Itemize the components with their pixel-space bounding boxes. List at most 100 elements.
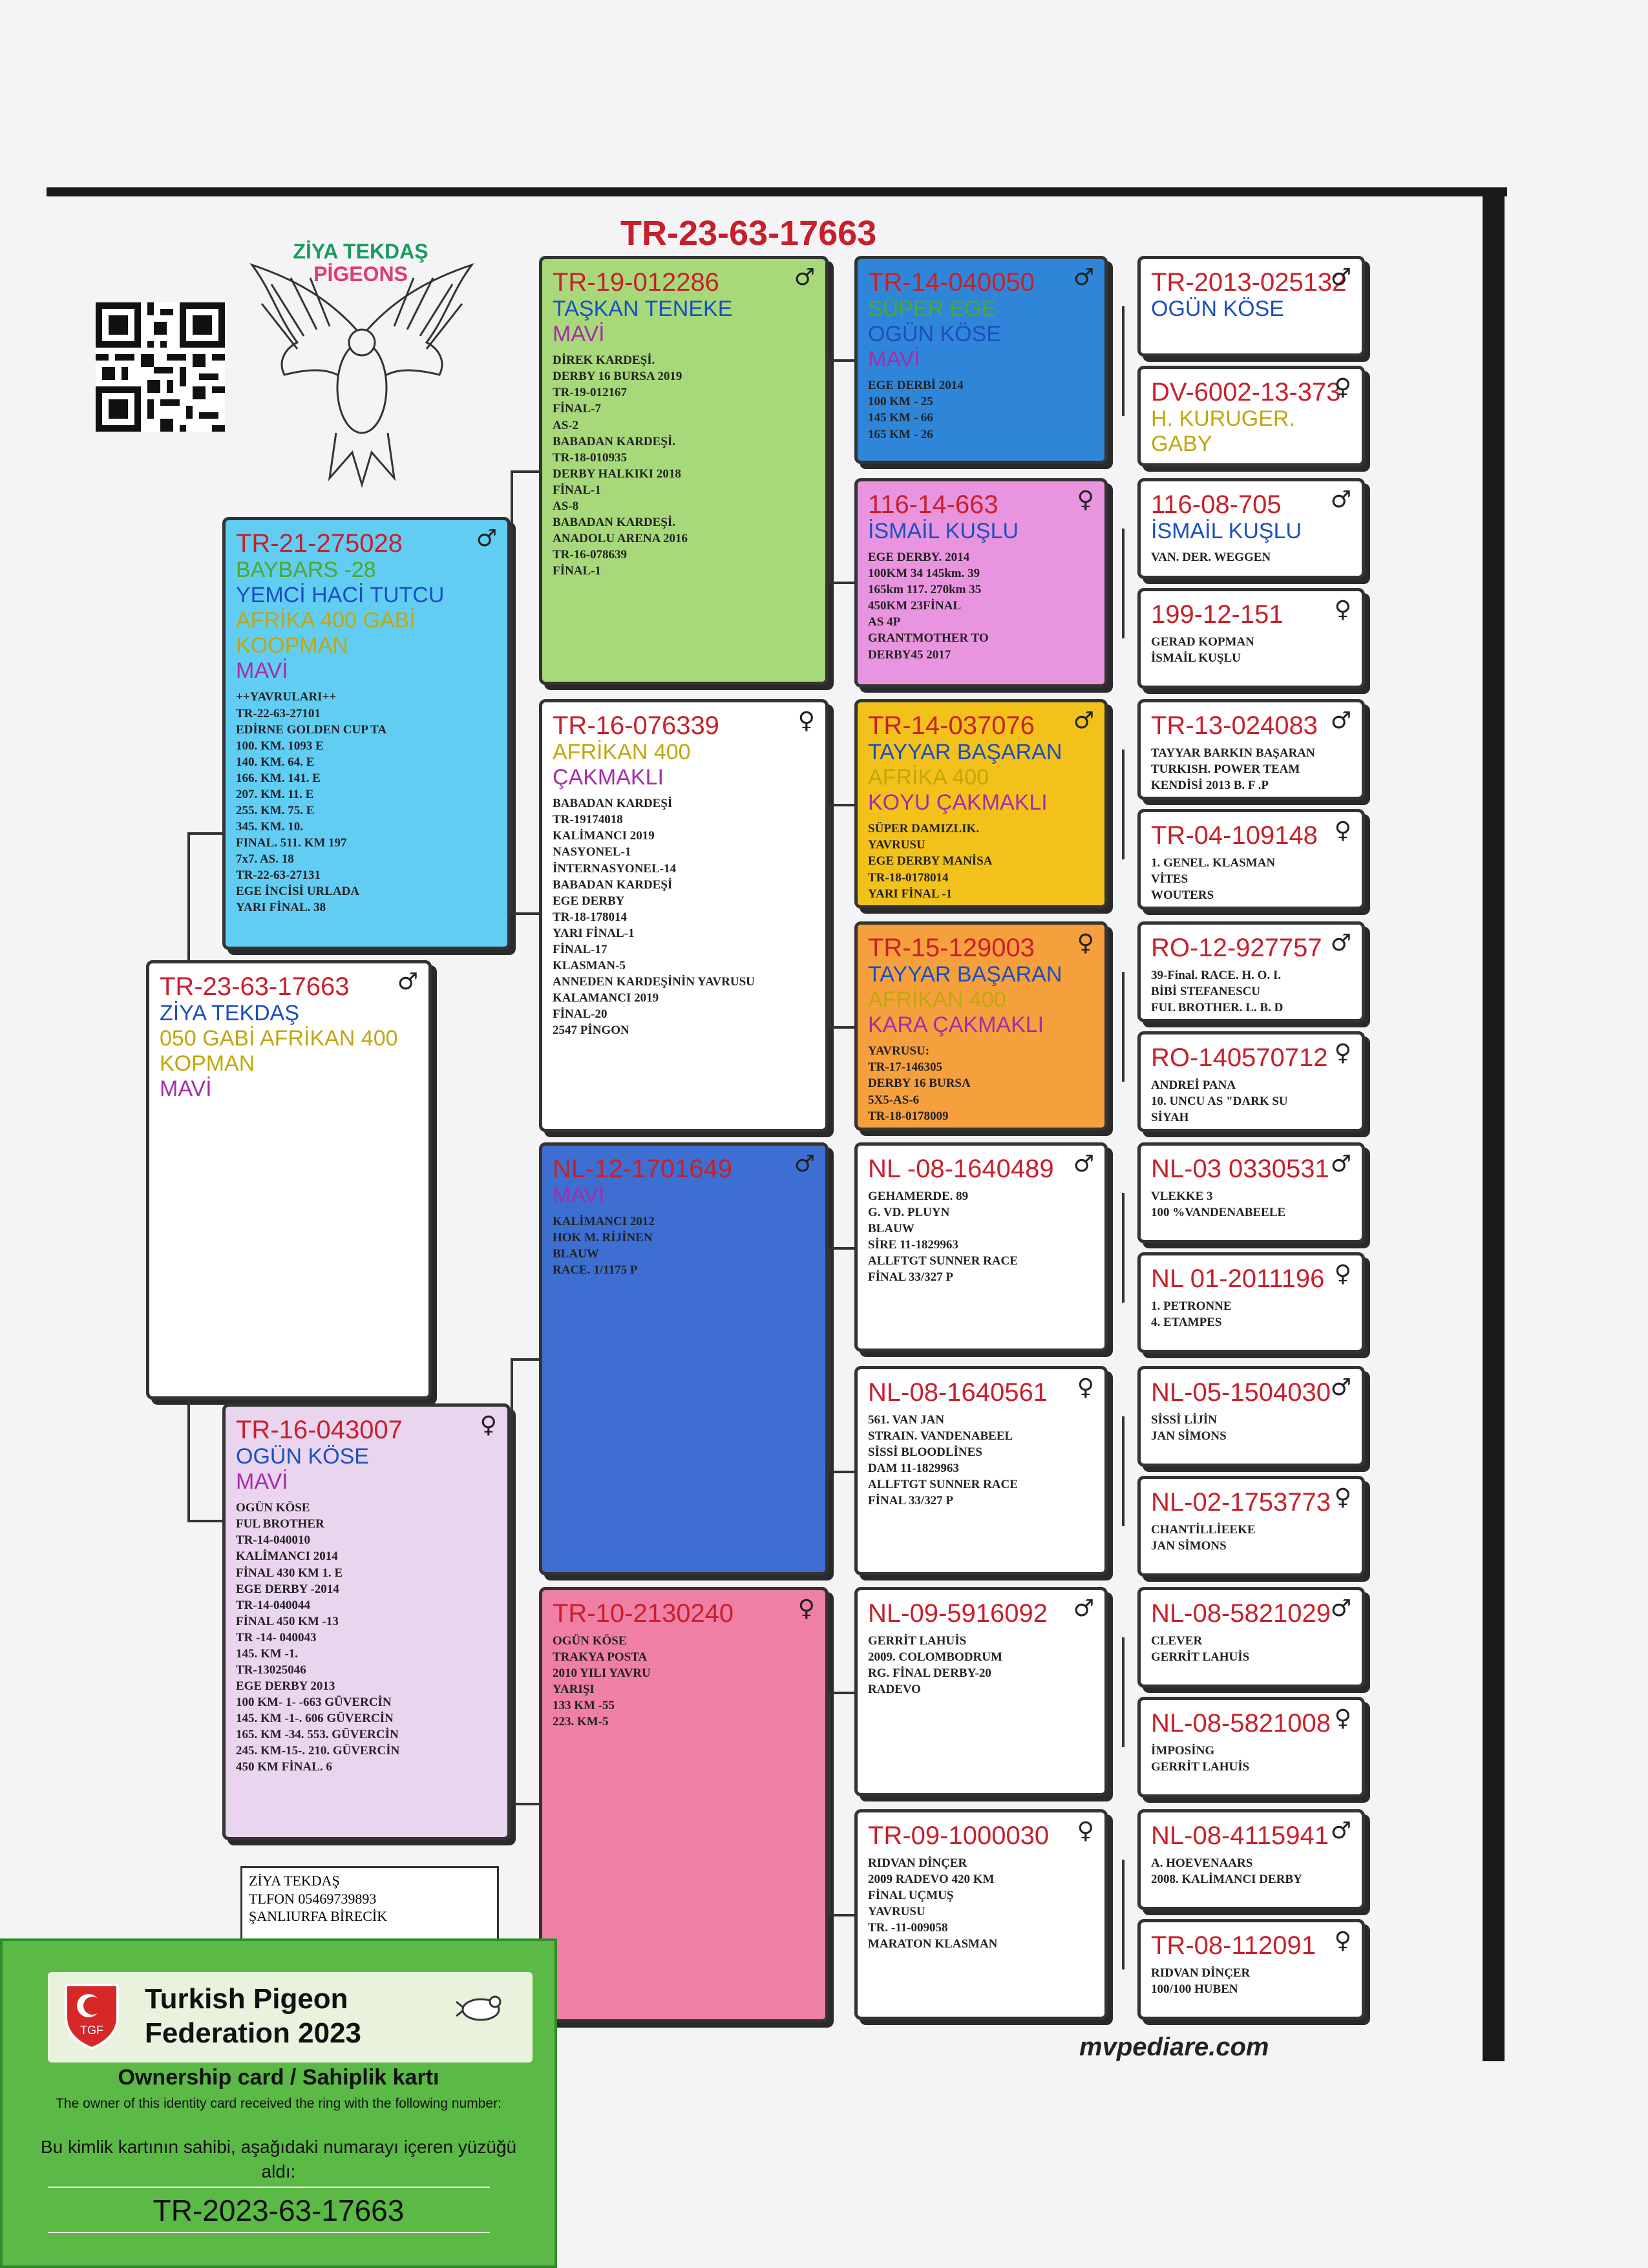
ring-number: 116-14-663 <box>868 490 998 519</box>
male-icon: ♂ <box>794 1151 815 1177</box>
pigeon-card-p21[interactable]: ♀ TR-04-109148 1. GENEL. KLASMAN VİTES W… <box>1137 809 1365 910</box>
ring-number: NL-05-1504030 <box>1151 1378 1331 1407</box>
connector-line <box>829 1247 854 1250</box>
pigeon-name: OGÜN KÖSE <box>868 322 1001 347</box>
pigeon-details: EGE DERBİ 2014 100 KM - 25 145 KM - 66 1… <box>868 379 964 441</box>
pigeon-card-p20[interactable]: ♂ TR-13-024083 TAYYAR BARKIN BAŞARAN TUR… <box>1137 699 1365 800</box>
pigeon-color: MAVİ <box>553 1183 605 1208</box>
pigeon-details: SÜPER DAMIZLIK. YAVRUSU EGE DERBY MANİSA… <box>868 822 993 901</box>
ring-number: NL-02-1753773 <box>1151 1488 1331 1517</box>
pigeon-card-p16[interactable]: ♂ TR-2013-025132 OGÜN KÖSE <box>1137 256 1365 357</box>
connector-line <box>187 1400 190 1522</box>
pigeon-card-p14[interactable]: ♂ NL-09-5916092 GERRİT LAHUİS 2009. COLO… <box>854 1587 1108 1796</box>
male-icon: ♂ <box>397 969 418 995</box>
ring-number: NL -08-1640489 <box>868 1155 1054 1183</box>
pigeon-card-p30[interactable]: ♂ NL-08-4115941 A. HOEVENAARS 2008. KALİ… <box>1137 1809 1365 1910</box>
pigeon-card-p1[interactable]: ♂ TR-23-63-17663 ZİYA TEKDAŞ 050 GABİ AF… <box>146 960 432 1400</box>
brand-name: ZİYA TEKDAŞ <box>293 240 428 263</box>
eagle-logo-icon <box>233 239 491 498</box>
pigeon-card-p27[interactable]: ♀ NL-02-1753773 CHANTİLLİEEKE JAN SİMONS <box>1137 1476 1365 1577</box>
pigeon-card-p31[interactable]: ♀ TR-08-112091 RIDVAN DİNÇER 100/100 HUB… <box>1137 1919 1365 2020</box>
pigeon-card-p8[interactable]: ♂ TR-14-040050 SÜPER EGE OGÜN KÖSE MAVİ … <box>854 256 1108 464</box>
female-icon: ♀ <box>1077 1374 1094 1401</box>
pigeon-details: ++YAVRULARI++ TR-22-63-27101 EDİRNE GOLD… <box>236 690 387 915</box>
pigeon-card-p11[interactable]: ♀ TR-15-129003 TAYYAR BAŞARAN AFRİKAN 40… <box>854 921 1108 1131</box>
ring-number: NL-03 0330531 <box>1151 1155 1329 1183</box>
pigeon-details: VAN. DER. WEGGEN <box>1151 551 1271 565</box>
connector-line <box>511 470 513 914</box>
connector-line <box>511 1803 539 1805</box>
connector-line <box>829 359 854 362</box>
card-header-panel <box>48 1972 533 2063</box>
pigeon-details: EGE DERBY. 2014 100KM 34 145km. 39 165km… <box>868 551 989 662</box>
male-icon: ♂ <box>1330 264 1351 291</box>
connector-line <box>829 1914 854 1916</box>
ring-number: TR-23-63-17663 <box>160 972 350 1001</box>
pigeon-card-p13[interactable]: ♀ NL-08-1640561 561. VAN JAN STRAIN. VAN… <box>854 1366 1108 1575</box>
ring-number: TR-04-109148 <box>1151 821 1318 850</box>
pigeon-name: YEMCİ HACİ TUTCU <box>236 583 445 608</box>
ring-number: TR-2013-025132 <box>1151 268 1347 297</box>
pigeon-card-p19[interactable]: ♀ 199-12-151 GERAD KOPMAN İSMAİL KUŞLU <box>1137 588 1365 689</box>
pigeon-card-p24[interactable]: ♂ NL-03 0330531 VLEKKE 3 100 %VANDENABEE… <box>1137 1142 1365 1243</box>
male-icon: ♂ <box>1330 1151 1351 1177</box>
pigeon-details: GEHAMERDE. 89 G. VD. PLUYN BLAUW SİRE 11… <box>868 1190 1018 1285</box>
male-icon: ♂ <box>794 264 815 291</box>
pigeon-card-p2[interactable]: ♂ TR-21-275028 BAYBARS -28 YEMCİ HACİ TU… <box>222 517 511 950</box>
ring-number: DV-6002-13-373 <box>1151 378 1341 406</box>
female-icon: ♀ <box>1334 1484 1351 1511</box>
ownership-heading: Ownership card / Sahiplik kartı <box>118 2065 439 2090</box>
ownership-card: TGF Turkish Pigeon Federation 2023 Owner… <box>0 1938 557 2268</box>
pigeon-card-p25[interactable]: ♀ NL 01-2011196 1. PETRONNE 4. ETAMPES <box>1137 1252 1365 1353</box>
pigeon-card-p22[interactable]: ♂ RO-12-927757 39-Final. RACE. H. O. I. … <box>1137 921 1365 1022</box>
pigeon-name: OGÜN KÖSE <box>1151 297 1284 321</box>
pigeon-name: KOYU ÇAKMAKLI <box>868 790 1048 815</box>
pigeon-color: MAVİ <box>553 322 605 347</box>
pigeon-name: BAYBARS -28 <box>236 558 376 582</box>
connector-line <box>511 1358 513 1804</box>
female-icon: ♀ <box>1077 1818 1094 1844</box>
brand-logo-text: ZİYA TEKDAŞ PİGEONS <box>283 240 438 286</box>
pigeon-card-p7[interactable]: ♀ TR-10-2130240 OGÜN KÖSE TRAKYA POSTA 2… <box>539 1587 829 2022</box>
pigeon-card-p15[interactable]: ♀ TR-09-1000030 RIDVAN DİNÇER 2009 RADEV… <box>854 1809 1108 2020</box>
pigeon-card-p29[interactable]: ♀ NL-08-5821008 İMPOSİNG GERRİT LAHUİS <box>1137 1697 1365 1798</box>
qr-code <box>96 302 225 432</box>
pigeon-card-p17[interactable]: ♀ DV-6002-13-373 H. KURUGER. GABY <box>1137 366 1365 467</box>
pigeon-card-p10[interactable]: ♂ TR-14-037076 TAYYAR BAŞARAN AFRİKA 400… <box>854 699 1108 908</box>
pigeon-name: TAYYAR BAŞARAN <box>868 740 1062 764</box>
pigeon-card-p28[interactable]: ♂ NL-08-5821029 CLEVER GERRİT LAHUİS <box>1137 1587 1365 1688</box>
pigeon-card-p6[interactable]: ♂ NL-12-1701649 MAVİ KALİMANCI 2012 HOK … <box>539 1142 829 1575</box>
ring-number: NL-08-5821008 <box>1151 1709 1331 1738</box>
pigeon-name: İSMAİL KUŞLU <box>868 519 1019 543</box>
ring-number: NL-08-4115941 <box>1151 1822 1329 1850</box>
ring-number: TR-16-043007 <box>236 1416 403 1444</box>
pigeon-card-p5[interactable]: ♀ TR-16-076339 AFRİKAN 400 ÇAKMAKLI BABA… <box>539 699 829 1132</box>
connector-line <box>829 804 854 806</box>
pigeon-card-p23[interactable]: ♀ RO-140570712 ANDREİ PANA 10. UNCU AS "… <box>1137 1031 1365 1132</box>
pigeon-card-p12[interactable]: ♂ NL -08-1640489 GEHAMERDE. 89 G. VD. PL… <box>854 1142 1108 1352</box>
pigeon-details: 39-Final. RACE. H. O. I. BİBİ STEFANESCU… <box>1151 969 1284 1015</box>
ring-number: TR-16-076339 <box>553 711 719 740</box>
connector-line <box>829 582 854 584</box>
ring-number: TR-19-012286 <box>553 268 719 297</box>
connector-line <box>187 832 190 960</box>
pigeon-card-p4[interactable]: ♂ TR-19-012286 TAŞKAN TENEKE MAVİ DİREK … <box>539 256 829 685</box>
pigeon-details: SİSSİ LİJİN JAN SİMONS <box>1151 1413 1227 1444</box>
connector-line <box>1122 1860 1125 1969</box>
connector-line <box>1122 1193 1125 1303</box>
pigeon-card-p3[interactable]: ♀ TR-16-043007 OGÜN KÖSE MAVİ OGÜN KÖSE … <box>222 1403 511 1840</box>
pigeon-card-p18[interactable]: ♂ 116-08-705 İSMAİL KUŞLU VAN. DER. WEGG… <box>1137 478 1365 579</box>
federation-logo-icon: TGF <box>59 1979 124 2050</box>
connector-line <box>511 1358 539 1361</box>
connector-line <box>1122 972 1125 1082</box>
connector-line <box>1122 306 1125 416</box>
pigeon-card-p26[interactable]: ♂ NL-05-1504030 SİSSİ LİJİN JAN SİMONS <box>1137 1366 1365 1467</box>
ring-number: NL-09-5916092 <box>868 1599 1048 1628</box>
pigeon-name: AFRİKAN 400 <box>868 987 1006 1013</box>
connector-line <box>511 912 539 915</box>
connector-line <box>187 832 222 835</box>
pigeon-details: BABADAN KARDEŞİ TR-19174018 KALİMANCI 20… <box>553 797 755 1038</box>
pigeon-name: İSMAİL KUŞLU <box>1151 519 1302 543</box>
pigeon-card-p9[interactable]: ♀ 116-14-663 İSMAİL KUŞLU EGE DERBY. 201… <box>854 478 1108 688</box>
pigeon-name: AFRİKA 400 GABİ <box>236 608 416 633</box>
